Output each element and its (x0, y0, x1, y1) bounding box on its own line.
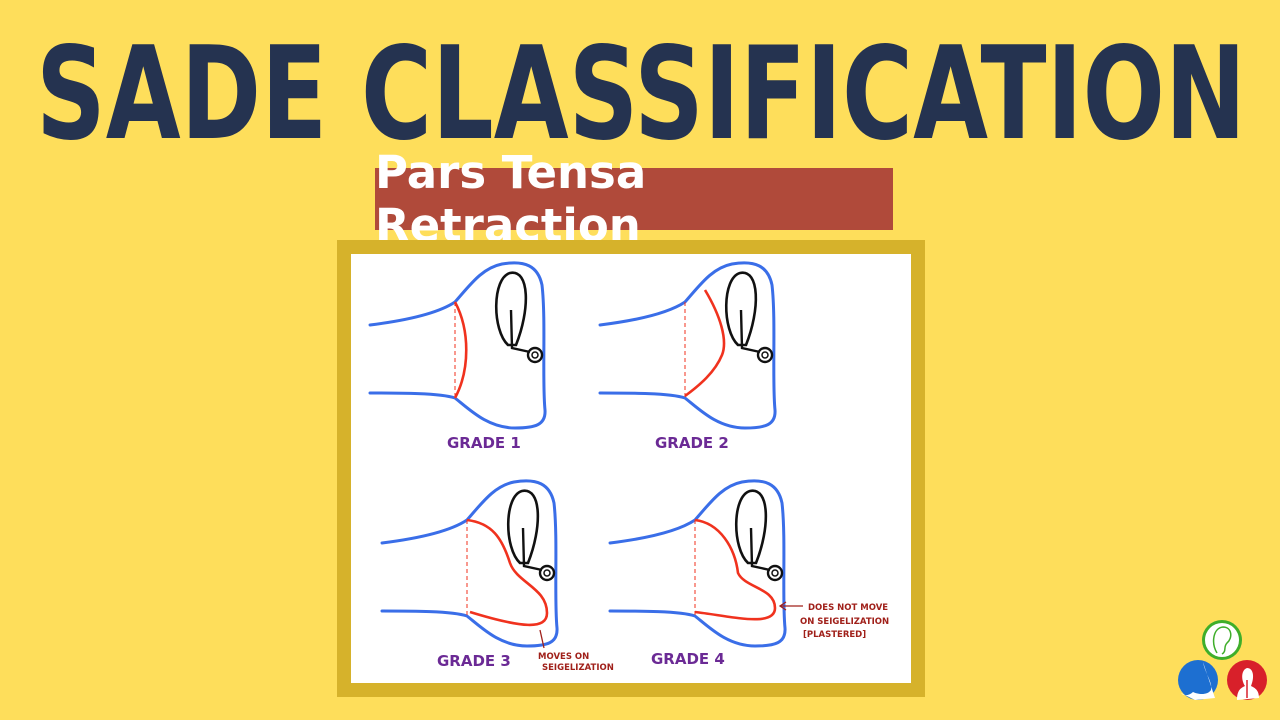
grade-3-label: GRADE 3 (437, 652, 511, 670)
note-grade3-line1: MOVES ON (538, 652, 589, 662)
retraction-line (684, 289, 726, 398)
note-grade3-line2: SEIGELIZATION (542, 663, 614, 673)
ent-logo (1178, 620, 1267, 700)
title-text: SADE CLASSIFICATION (36, 20, 1246, 160)
sade-diagram: GRADE 1 GRADE 2 GRADE 3 MOVES ON SEIGELI… (368, 261, 889, 673)
note-grade4-line2: ON SEIGELIZATION (800, 617, 889, 627)
grade-2-diagram (598, 261, 777, 430)
grade-2-label: GRADE 2 (655, 434, 729, 452)
retraction-line (453, 301, 468, 399)
grade-3-diagram (380, 479, 559, 648)
throat-icon (1227, 660, 1267, 700)
retraction-line (694, 518, 777, 621)
nose-icon (1178, 660, 1218, 700)
grade-1-label: GRADE 1 (447, 434, 521, 452)
grade-4-diagram (608, 479, 787, 648)
page-title: SADE CLASSIFICATION (36, 20, 1246, 160)
grade-1-diagram (368, 261, 547, 430)
ear-icon (1202, 620, 1242, 660)
diagram-frame (337, 240, 925, 697)
retraction-line (466, 518, 549, 627)
subtitle-banner: Pars Tensa Retraction (375, 146, 893, 252)
note-grade4-line1: DOES NOT MOVE (808, 603, 888, 613)
note-grade4-line3: [PLASTERED] (803, 630, 866, 640)
grade-4-label: GRADE 4 (651, 650, 725, 668)
